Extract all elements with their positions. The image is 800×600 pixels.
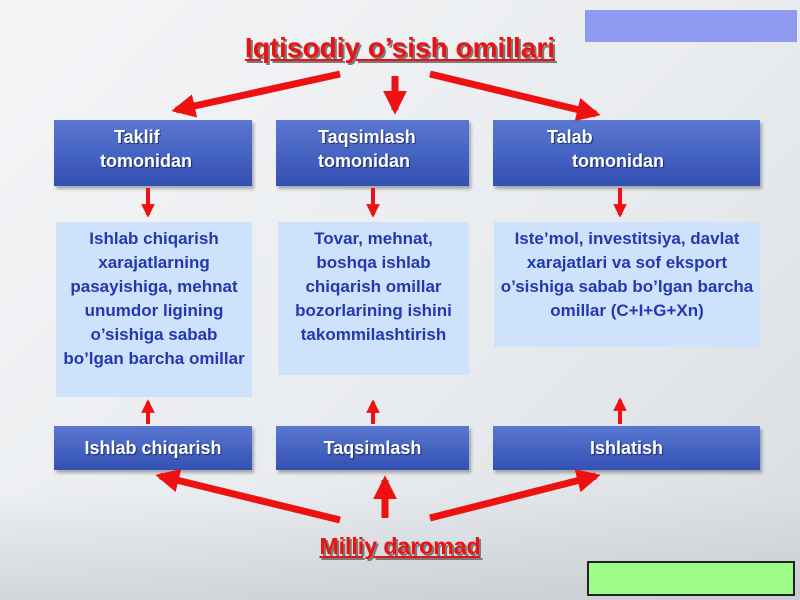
header-box-distribution: Taqsimlash tomonidan [276,120,469,186]
header-demand-line1: Talab [547,127,593,147]
corner-accent-rectangle [585,10,797,42]
arrow-income-to-usage [429,469,601,522]
header-box-demand: Talab tomonidan [493,120,760,186]
header-supply-line1: Taklif [114,127,160,147]
header-box-supply: Taklif tomonidan [54,120,252,186]
national-income-title: Milliy daromad [319,533,481,559]
green-accent-box [587,561,795,596]
header-distribution-line1: Taqsimlash [318,127,416,147]
footer-box-distribution: Taqsimlash [276,426,469,470]
footer-box-production: Ishlab chiqarish [54,426,252,470]
arrow-title-to-supply [171,70,341,118]
diagram-title: Iqtisodiy o’sish omillari [244,32,556,63]
description-box-distribution: Tovar, mehnat, boshqa ishlab chiqarish o… [278,222,469,375]
description-box-demand: Iste’mol, investitsiya, davlat xarajatla… [494,222,760,347]
arrow-income-to-production [155,468,341,524]
header-supply-line2: tomonidan [100,151,192,171]
footer-box-usage: Ishlatish [493,426,760,470]
arrow-title-to-demand [429,70,601,122]
header-distribution-line2: tomonidan [318,151,410,171]
header-demand-line2: tomonidan [572,151,664,171]
description-box-supply: Ishlab chiqarish xarajatlarning pasayish… [56,222,252,397]
